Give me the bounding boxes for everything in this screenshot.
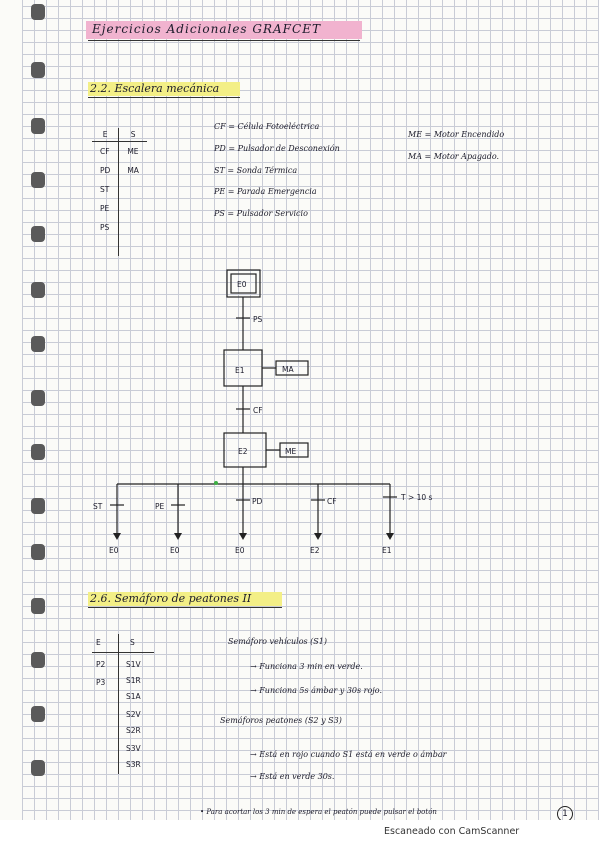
note-line: → Está en verde 30s. <box>250 772 335 781</box>
binder-hole <box>31 652 45 668</box>
arrow-head <box>314 533 322 540</box>
branch-label: ST <box>93 502 103 511</box>
table-cell: ME <box>127 147 139 156</box>
note-line: Semáforo vehículos (S1) <box>228 637 327 646</box>
arrow-head <box>386 533 394 540</box>
binder-hole <box>31 598 45 614</box>
table-cell: S1R <box>126 676 141 685</box>
table-cell: S2V <box>126 710 141 719</box>
step-label-e0: E0 <box>237 280 247 289</box>
binder-hole <box>31 390 45 406</box>
target-label: E0 <box>170 546 180 555</box>
branch-label: CF <box>327 497 337 506</box>
footnote: • Para acortar los 3 min de espera el pe… <box>200 808 437 816</box>
binder-hole <box>31 544 45 560</box>
table-head-inputs: E <box>92 128 120 142</box>
binder-hole <box>31 498 45 514</box>
table-head-outputs: S <box>118 128 147 142</box>
legend-line: PD = Pulsador de Desconexión <box>214 144 340 153</box>
arrow-head <box>239 533 247 540</box>
table-head-outputs: S <box>130 638 135 647</box>
table-head-inputs: E <box>96 638 101 647</box>
legend-line: PE = Parada Emergencia <box>214 187 317 196</box>
binder-hole <box>31 226 45 242</box>
page-margin <box>0 0 22 848</box>
table-cell: PD <box>92 161 120 180</box>
section1-highlight <box>88 82 240 96</box>
section2-underline <box>88 607 282 608</box>
action-label-me: ME <box>285 447 296 456</box>
legend-line: PS = Pulsador Servicio <box>214 209 308 218</box>
legend-line: MA = Motor Apagado. <box>408 152 500 161</box>
binder-hole <box>31 172 45 188</box>
table-cell: S3R <box>126 760 141 769</box>
table-cell: S1A <box>126 692 141 701</box>
table-cell: S3V <box>126 744 141 753</box>
section1-io-table: E S CF ME PD MA ST PE PS <box>92 128 147 256</box>
table-cell: MA <box>127 166 139 175</box>
action-box-ma <box>275 360 309 376</box>
target-label: E0 <box>235 546 245 555</box>
target-label: E0 <box>109 546 119 555</box>
table-cell: PS <box>92 218 120 237</box>
section2-highlight <box>88 592 282 606</box>
binder-hole <box>31 444 45 460</box>
target-label: E1 <box>382 546 392 555</box>
table-cell: ST <box>92 180 120 199</box>
table-cell: S1V <box>126 660 141 669</box>
legend-line: ST = Sonda Térmica <box>214 166 298 175</box>
action-label-ma: MA <box>282 365 294 374</box>
legend-line: CF = Célula Fotoeléctrica <box>214 122 320 131</box>
title-highlight <box>86 21 362 39</box>
step-label-e1: E1 <box>235 366 245 375</box>
binder-hole <box>31 118 45 134</box>
transition-label: CF <box>253 406 263 415</box>
binder-hole <box>31 706 45 722</box>
table-cell: P3 <box>96 678 106 687</box>
binder-hole <box>31 62 45 78</box>
note-line: → Está en rojo cuando S1 está en verde o… <box>250 750 447 759</box>
note-line: → Funciona 3 min en verde. <box>250 662 363 671</box>
table-cell: PE <box>92 199 120 218</box>
binder-hole <box>31 282 45 298</box>
table-cell: CF <box>92 141 120 161</box>
step-label-e2: E2 <box>238 447 248 456</box>
scanner-watermark: Escaneado con CamScanner <box>384 826 520 837</box>
binder-hole <box>31 336 45 352</box>
table-cell: P2 <box>96 660 106 669</box>
step-e0-inner <box>230 273 257 294</box>
highlighter-dot <box>214 481 218 485</box>
branch-label: PD <box>252 497 263 506</box>
arrow-head <box>113 533 121 540</box>
branch-label: T > 10 s <box>400 493 433 502</box>
arrow-head <box>174 533 182 540</box>
transition-label: PS <box>253 315 263 324</box>
binder-hole <box>31 760 45 776</box>
page-title: Ejercicios Adicionales GRAFCET <box>92 22 321 36</box>
title-underline <box>88 40 360 41</box>
section1-heading: 2.2. Escalera mecánica <box>90 82 220 95</box>
note-line: → Funciona 5s ámbar y 30s rojo. <box>250 686 383 695</box>
scan-footer <box>0 820 599 848</box>
note-line: Semáforos peatones (S2 y S3) <box>220 716 342 725</box>
branch-label: PE <box>155 502 165 511</box>
table-cell: S2R <box>126 726 141 735</box>
legend-line: ME = Motor Encendido <box>408 130 505 139</box>
action-box-me <box>279 442 309 458</box>
section2-heading: 2.6. Semáforo de peatones II <box>90 592 252 605</box>
binder-hole <box>31 4 45 20</box>
target-label: E2 <box>310 546 320 555</box>
section1-underline <box>88 97 240 98</box>
